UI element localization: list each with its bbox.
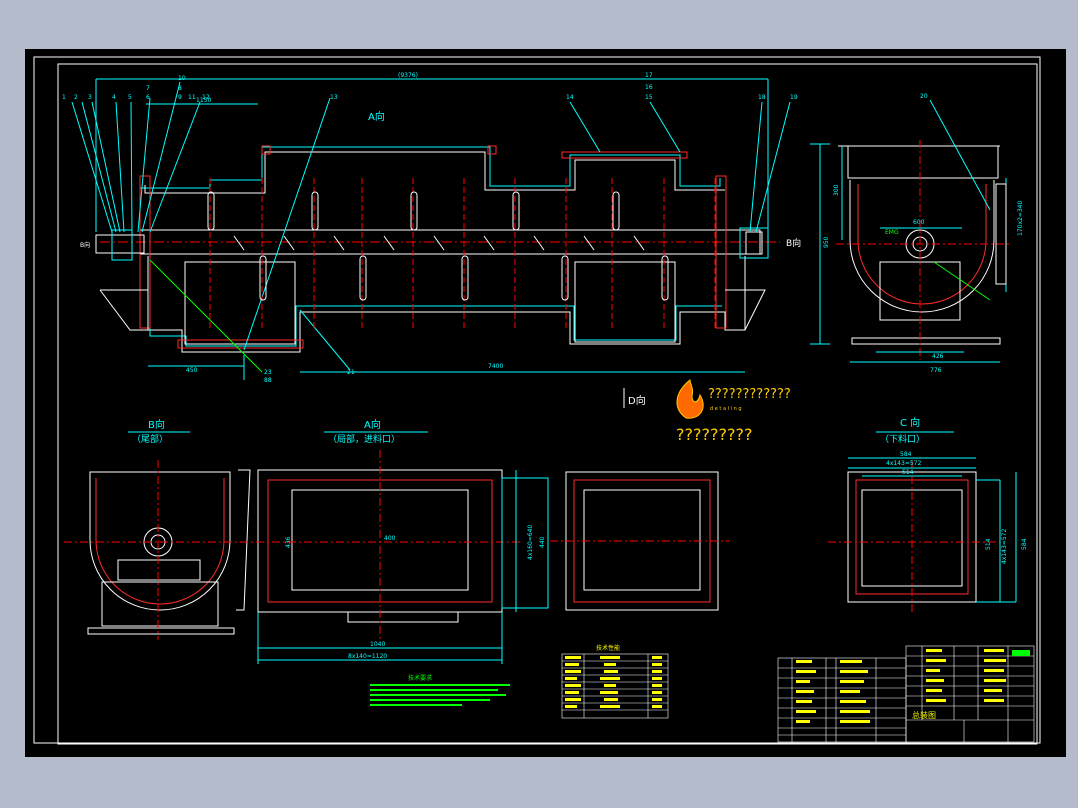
dim-514: 514 [902,469,914,476]
c-view-subtitle: （下料口） [880,433,925,445]
dim-c-side: 4x143=572 [1001,529,1008,564]
callout-1: 1 [62,94,66,101]
callout-8: 8 [178,85,182,92]
callout-12: 12 [202,94,210,101]
drawing-sheet [25,49,1066,757]
inner-border [57,63,1038,745]
outer-border [33,56,1041,744]
watermark-line2: ????????? [676,425,752,444]
c-view: C 向 （下料口） [828,416,1017,614]
callout-16: 16 [645,84,653,91]
dim-584b: 584 [1021,538,1028,550]
callout-3: 3 [88,94,92,101]
title-block: 总装图 [777,645,1035,743]
callout-20: 20 [920,93,928,100]
callout-18: 18 [758,94,766,101]
view-a-arrow-label: A向 [368,110,385,123]
a-view-subtitle: （局部，进料口） [328,433,400,445]
callout-4: 4 [112,94,116,101]
callout-9: 9 [178,94,182,101]
callout-11: 11 [188,94,196,101]
b-view: B向 （尾部） [64,418,254,640]
callout-15: 15 [645,94,653,101]
c-view-labels: 584 4x143=572 514 4x143=572 514 584 [886,451,1028,564]
d-view-flange [550,471,730,611]
dim-514b: 514 [985,538,992,550]
callout-23: 23 [264,369,272,376]
a-view-labels: 1040 8x140=1120 4x160=640 400 436 440 [285,525,546,660]
callout-10: 10 [178,75,186,82]
watermark-small: d e t a l i n g [710,406,742,412]
inner-label: EMG [885,229,899,236]
a-view: A向 （局部，进料口） [240,418,549,664]
d-view-label: D向 [628,394,646,407]
dim-776: 776 [930,367,942,374]
c-view-title: C 向 [900,416,920,429]
dim-440: 440 [539,536,546,548]
watermark-line1: ???????????? [708,387,791,402]
dim-side-right: 170x2=340 [1017,201,1024,236]
dim-426: 426 [932,353,944,360]
callout-21: 21 [347,369,355,376]
dim-7400: 7400 [488,363,503,370]
dim-600: 600 [913,219,925,226]
left-b-label: B向 [80,241,90,249]
callout-17: 17 [645,72,653,79]
callout-2: 2 [74,94,78,101]
a-view-title: A向 [364,418,381,431]
watermark: D向 ???????????? d e t a l i n g ????????… [623,378,791,444]
b-view-subtitle: （尾部） [132,433,168,445]
b-view-title: B向 [148,418,165,431]
view-b-arrow-label: B向 [786,237,801,249]
dim-300: 300 [833,184,840,196]
callout-13: 13 [330,94,338,101]
main-view-labels: (9376) 1150 450 7400 950 A向 B向 B向 1 2 3 … [62,72,830,384]
main-elevation-view [71,78,830,380]
dim-1150: 1150 [196,97,211,104]
callout-7: 7 [146,85,150,92]
dim-450: 450 [186,367,198,374]
dim-a-bottom: 8x140=1120 [348,653,387,660]
overall-dimension: (9376) [398,72,418,79]
side-section-view [836,99,1012,363]
dim-1040: 1040 [370,641,385,648]
spec-table: 技术性能 [561,644,669,719]
dim-436: 436 [285,536,292,548]
dim-400: 400 [384,535,396,542]
callout-6: 6 [146,94,150,101]
callout-19: 19 [790,94,798,101]
technical-notes: 技术要求 [370,674,510,706]
dim-950: 950 [823,236,830,248]
dim-584: 584 [900,451,912,458]
flame-logo [676,378,704,419]
callout-5: 5 [128,94,132,101]
dim-c-top: 4x143=572 [886,460,921,467]
side-view-labels: 20 600 300 426 776 170x2=340 EMG [833,93,1024,374]
drawing-title: 总装图 [912,710,936,720]
callout-14: 14 [566,94,574,101]
spec-table-title: 技术性能 [596,644,620,652]
dim-a-side: 4x160=640 [527,525,534,560]
notes-title: 技术要求 [408,674,432,682]
callout-88: 88 [264,377,272,384]
